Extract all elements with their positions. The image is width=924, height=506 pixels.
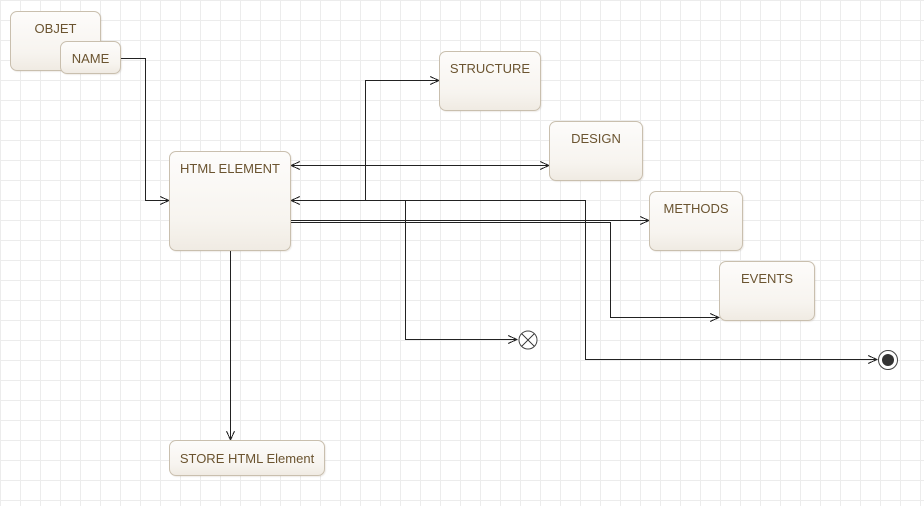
state-store-html-element[interactable]: STORE HTML Element bbox=[169, 440, 325, 476]
state-name-label: NAME bbox=[71, 51, 110, 66]
state-events[interactable]: EVENTS bbox=[719, 261, 815, 321]
state-events-label: EVENTS bbox=[740, 271, 793, 286]
state-html-element[interactable]: HTML ELEMENT bbox=[169, 151, 291, 251]
final-state bbox=[878, 350, 898, 370]
state-design-label: DESIGN bbox=[571, 131, 621, 146]
edge-html-element-to-final bbox=[291, 200, 877, 360]
state-methods[interactable]: METHODS bbox=[649, 191, 743, 251]
edge-name-to-html-element bbox=[121, 58, 169, 201]
state-name[interactable]: NAME bbox=[60, 41, 121, 74]
state-structure-label: STRUCTURE bbox=[449, 61, 531, 76]
state-html-element-label: HTML ELEMENT bbox=[180, 161, 280, 176]
state-methods-label: METHODS bbox=[663, 201, 729, 216]
edge-html-element-to-structure bbox=[291, 81, 439, 201]
state-objet-label: OBJET bbox=[34, 21, 77, 36]
state-structure[interactable]: STRUCTURE bbox=[439, 51, 541, 111]
terminate-pseudostate bbox=[518, 330, 538, 350]
state-design[interactable]: DESIGN bbox=[549, 121, 643, 181]
state-store-label: STORE HTML Element bbox=[179, 451, 315, 466]
edge-html-element-to-terminate bbox=[291, 200, 517, 340]
edge-html-element-to-events bbox=[291, 222, 719, 318]
